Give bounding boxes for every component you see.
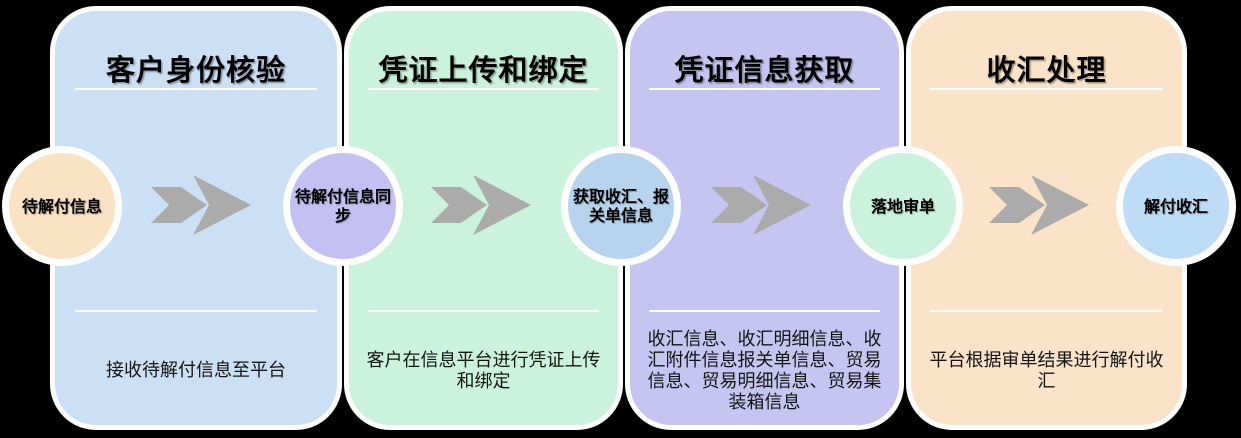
stage-title: 客户身份核验 — [105, 53, 286, 87]
flow-arrow-icon — [711, 175, 811, 235]
divider-line — [367, 88, 600, 90]
node-pending-info-sync: 待解付信息同步 — [283, 146, 403, 266]
divider-line — [929, 310, 1164, 312]
divider-line — [367, 310, 600, 312]
node-label: 待解付信息 — [21, 196, 102, 216]
divider-line — [74, 88, 318, 90]
node-label: 获取收汇、报关单信息 — [572, 187, 669, 225]
flow-arrow-icon — [989, 175, 1089, 235]
divider-line — [648, 310, 881, 312]
node-settle-receipt: 解付收汇 — [1116, 146, 1236, 266]
stage-title: 凭证上传和绑定 — [378, 53, 589, 87]
node-onsite-document-review: 落地审单 — [843, 146, 963, 266]
divider-line — [929, 88, 1164, 90]
divider-line — [648, 88, 881, 90]
stage-title: 收汇处理 — [986, 53, 1107, 87]
stage-description: 收汇信息、收汇明细信息、收汇附件信息报关单信息、贸易信息、贸易明细信息、贸易集装… — [647, 328, 882, 413]
node-label: 落地审单 — [870, 196, 935, 216]
divider-line — [74, 310, 318, 312]
stage-description: 客户在信息平台进行凭证上传和绑定 — [366, 349, 601, 392]
stage-description: 平台根据审单结果进行解付收汇 — [929, 349, 1164, 392]
flow-arrow-icon — [151, 175, 251, 235]
node-pending-payment-info: 待解付信息 — [2, 146, 122, 266]
node-label: 待解付信息同步 — [294, 187, 391, 225]
flow-arrow-icon — [431, 175, 531, 235]
node-fetch-receipt-customs-info: 获取收汇、报关单信息 — [561, 146, 681, 266]
stage-title: 凭证信息获取 — [674, 53, 855, 87]
node-label: 解付收汇 — [1143, 196, 1208, 216]
stage-description: 接收待解付信息至平台 — [106, 360, 286, 381]
